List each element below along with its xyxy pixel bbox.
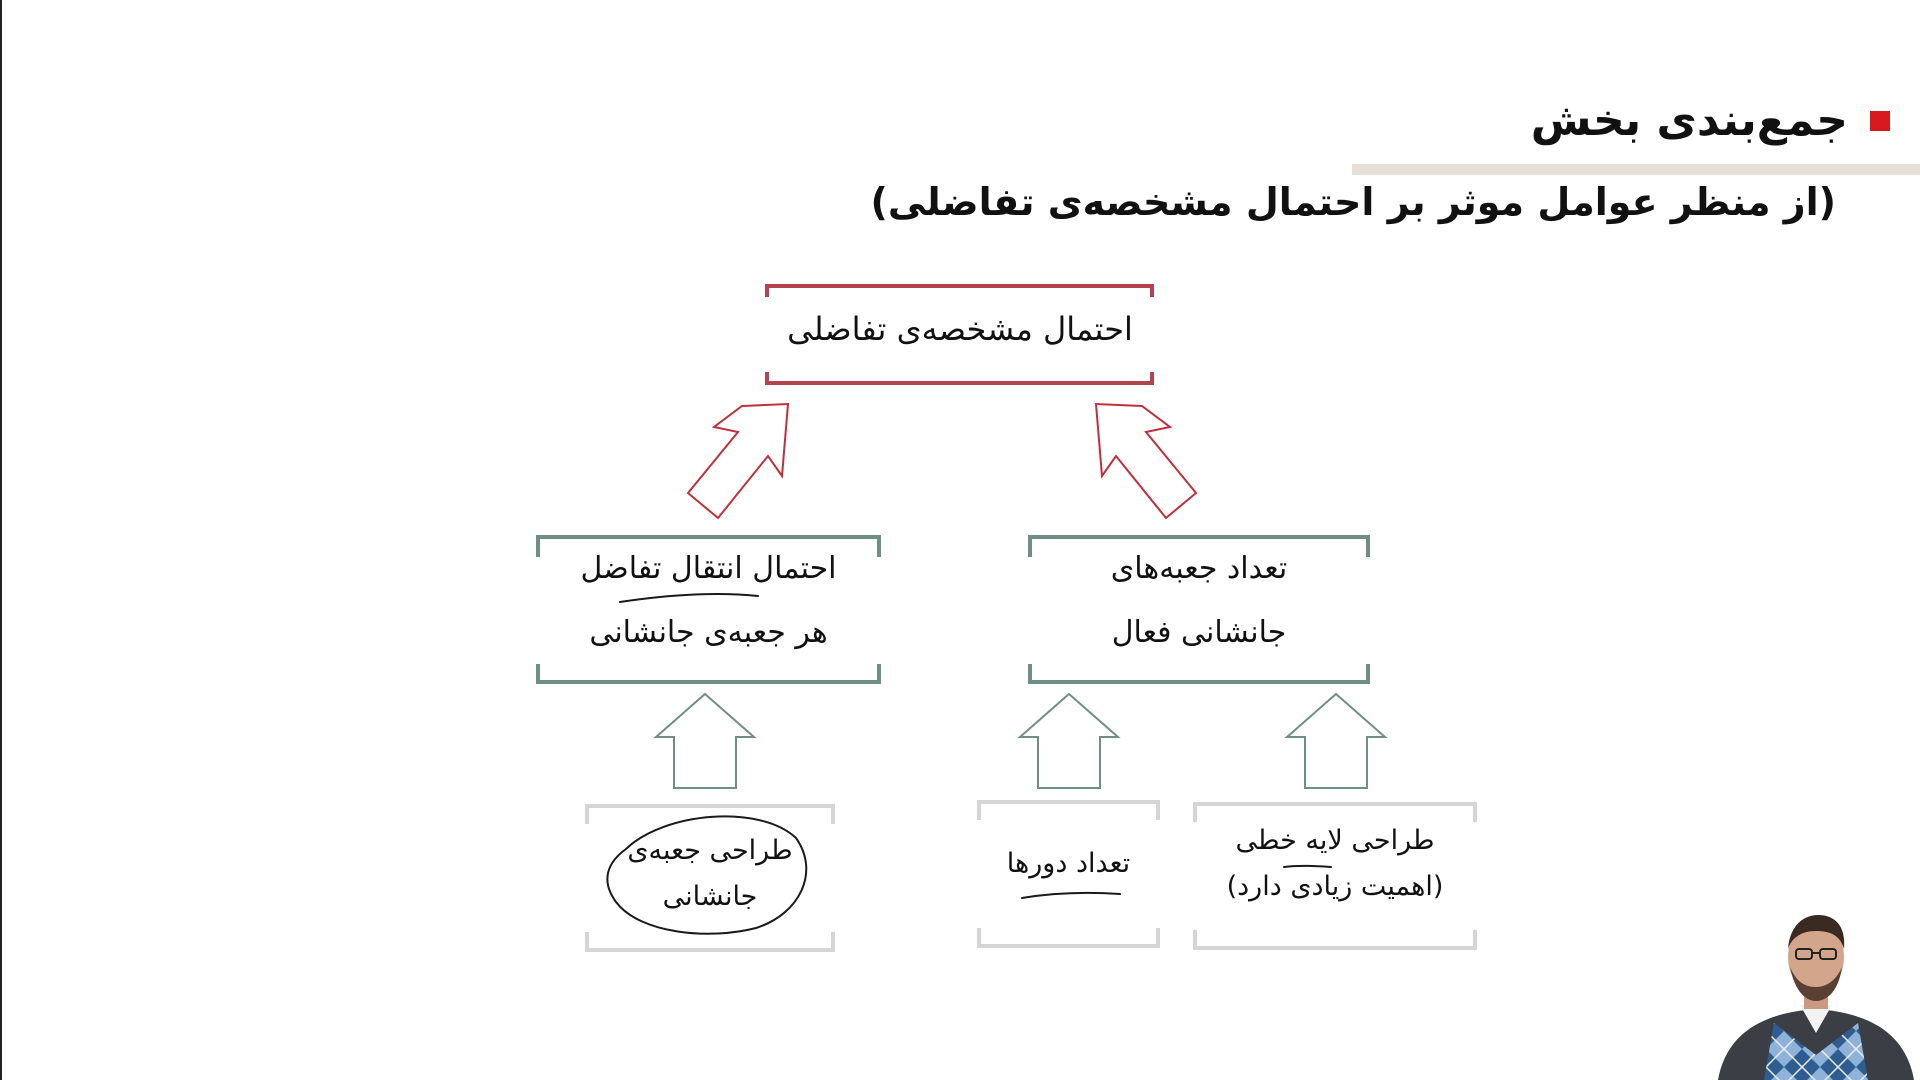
mid-right-line2: جانشانی فعال [1111,615,1287,650]
mid-right-line1: تعداد جعبه‌های [1110,551,1288,586]
bottom-center-box-frame [977,800,1160,948]
red-arrow-right-icon [1094,402,1198,520]
presenter-webcam [1712,905,1920,1080]
mid-left-line1: احتمال انتقال تفاضل [580,551,837,586]
bottom-right-line2: (اهمیت زیادی دارد) [1226,871,1444,902]
bottom-left-box: طراحی جعبه‌ی جانشانی [587,828,833,920]
title-bullet-icon [1870,110,1890,131]
green-arrow-up-center-icon [1017,692,1121,789]
bottom-center-line1: تعداد دورها [1006,848,1131,879]
red-arrow-left-icon [686,402,790,520]
top-box-label: احتمال مشخصه‌ی تفاضلی [787,310,1133,348]
green-arrow-up-left-icon [653,692,757,789]
handwritten-circle-annotation [606,815,808,935]
handwritten-underline-annotations [619,592,1332,899]
mid-right-box: تعداد جعبه‌های جانشانی فعال [1030,537,1368,665]
slide-header: جمع‌بندی بخش [1531,95,1890,146]
title-underline-bar [1352,164,1920,175]
mid-left-box-frame [536,535,881,684]
bottom-right-line1: طراحی لایه خطی [1235,825,1435,856]
mid-left-line2: هر جعبه‌ی جانشانی [589,615,828,650]
bottom-center-box: تعداد دورها [979,841,1158,887]
bottom-left-line1: طراحی جعبه‌ی [627,835,793,866]
bottom-left-box-frame [585,804,835,952]
slide-title: جمع‌بندی بخش [1530,95,1848,146]
mid-right-box-frame [1028,535,1370,684]
green-arrow-up-right-icon [1284,692,1388,789]
bottom-right-box: طراحی لایه خطی (اهمیت زیادی دارد) [1195,818,1475,910]
bottom-left-line2: جانشانی [662,881,758,912]
window-left-edge [0,0,2,1080]
bottom-right-box-frame [1193,802,1477,950]
top-box-frame [765,284,1154,385]
presenter-avatar [1718,915,1914,1080]
mid-left-box: احتمال انتقال تفاضل هر جعبه‌ی جانشانی [538,537,879,665]
slide-subtitle: (از منظر عوامل موثر بر احتمال مشخصه‌ی تف… [870,180,1836,224]
